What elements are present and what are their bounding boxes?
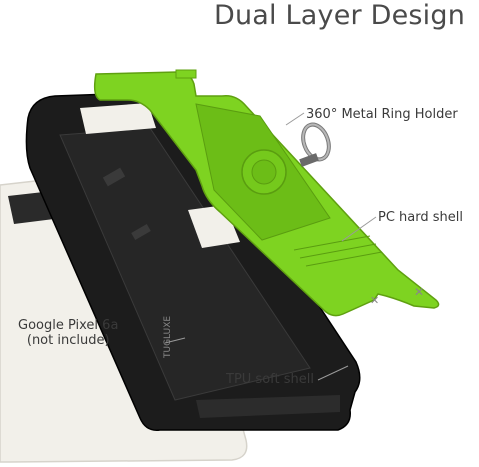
callout-tpu-shell: TPU soft shell [226,372,314,387]
ring-holder-icon [299,122,331,167]
callout-phone-line2: (not include) [26,333,110,348]
pc-shell: ✕ ✕ [93,69,440,317]
callout-phone: Google Pixel 6a (not include) [18,318,118,348]
tpu-shell: TUGLUXE [25,91,361,431]
callout-lines [164,112,377,381]
callout-ring-holder: 360° Metal Ring Holder [306,107,458,122]
svg-text:✕: ✕ [370,294,379,307]
page-title: Dual Layer Design [214,0,466,31]
case-brand-mark: TUGLUXE [163,316,173,359]
callout-phone-line1: Google Pixel 6a [18,318,119,333]
callout-pc-shell: PC hard shell [378,210,463,225]
svg-text:✕: ✕ [414,285,424,299]
